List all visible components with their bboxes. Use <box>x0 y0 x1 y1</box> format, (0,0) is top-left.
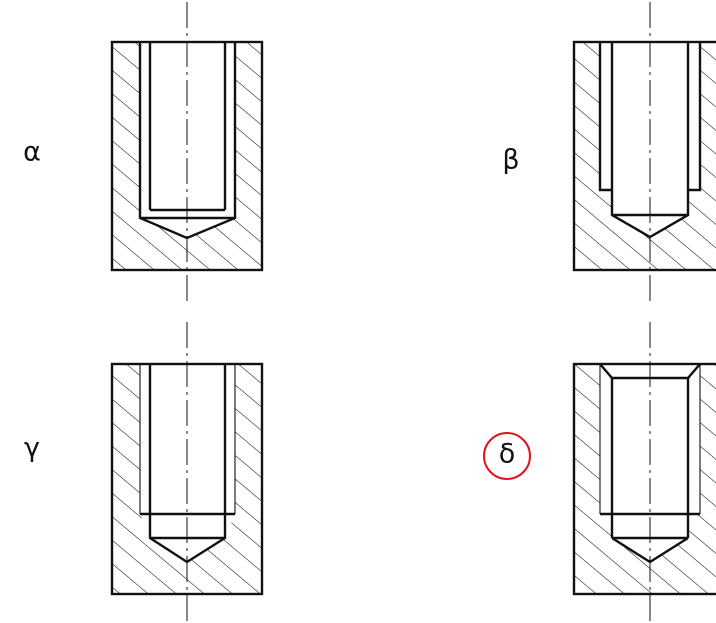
option-delta-drawing <box>572 322 716 623</box>
option-beta-drawing <box>572 2 716 306</box>
option-delta-label[interactable]: δ <box>499 439 516 470</box>
selected-answer-circle <box>483 432 531 480</box>
option-gamma-label[interactable]: γ <box>24 433 40 464</box>
option-alpha-label[interactable]: α <box>23 137 41 168</box>
option-beta-label[interactable]: β <box>502 145 519 176</box>
option-gamma-drawing <box>110 322 264 623</box>
option-alpha-drawing <box>110 2 264 306</box>
